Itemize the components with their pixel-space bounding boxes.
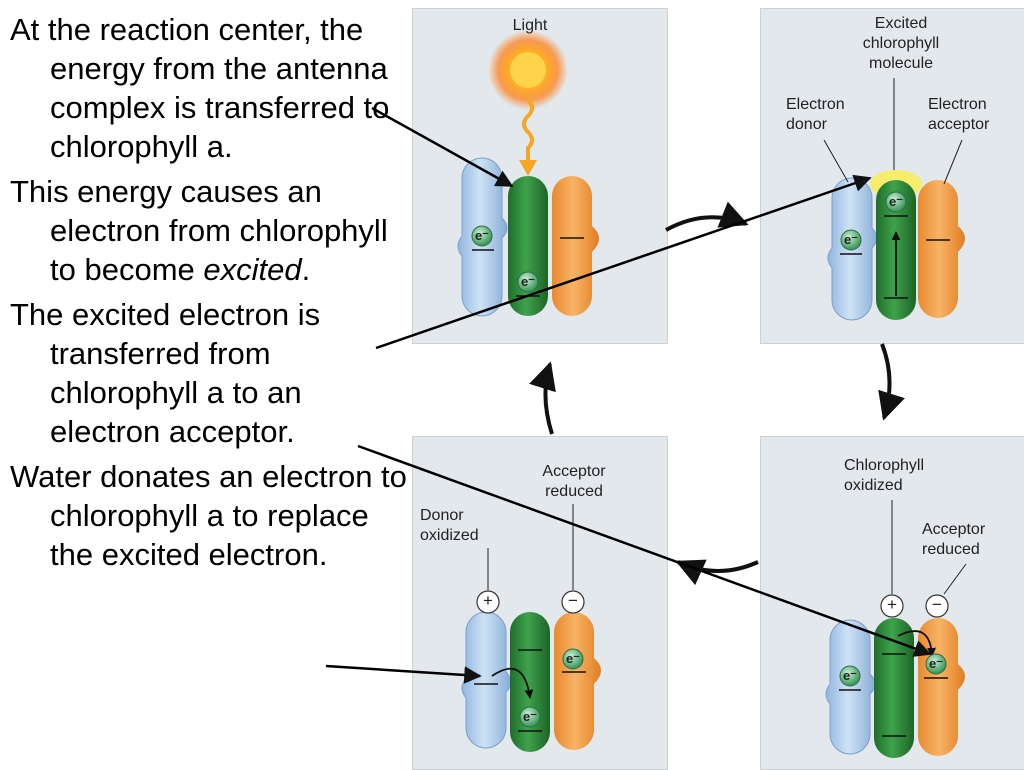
light-arrowhead bbox=[519, 160, 537, 176]
bl-e-label-1: e⁻ bbox=[565, 651, 581, 666]
tr-e-label-2: e⁻ bbox=[843, 232, 859, 247]
chlorophyll-oxidized-label: Chlorophyll oxidized bbox=[844, 457, 925, 494]
tl-e-label-2: e⁻ bbox=[520, 274, 536, 289]
bl-electron-acceptor bbox=[562, 648, 584, 670]
tl-electron-donor bbox=[471, 225, 493, 247]
light-label: Light bbox=[512, 17, 548, 34]
tl-e-label-1: e⁻ bbox=[474, 228, 490, 243]
br-e-label-1: e⁻ bbox=[928, 656, 944, 671]
excited-chlorophyll-label: Excited chlorophyll molecule bbox=[862, 15, 940, 72]
bl-plus-sign: + bbox=[483, 591, 493, 610]
electron-donor-label: Electron donor bbox=[786, 96, 845, 133]
tl-electron-chl bbox=[517, 271, 539, 293]
acceptor-reduced-label-bl: Acceptor reduced bbox=[542, 463, 606, 500]
br-donor bbox=[825, 619, 876, 755]
bl-acceptor bbox=[554, 612, 601, 750]
br-minus-badge bbox=[925, 594, 949, 618]
donor-oxidized-label: Donor oxidized bbox=[420, 507, 479, 544]
br-plus-sign: + bbox=[887, 595, 897, 614]
bullet-1: At the reaction center, the energy from … bbox=[10, 12, 390, 164]
br-chlorophyll bbox=[874, 618, 914, 758]
tr-electron-excited bbox=[885, 191, 907, 213]
pointer-arrow-2 bbox=[375, 174, 872, 350]
br-electron-acceptor bbox=[925, 653, 947, 675]
bl-transfer-arrow bbox=[491, 667, 534, 699]
bl-e-label-2: e⁻ bbox=[522, 709, 538, 724]
bullet-2-end: . bbox=[301, 252, 311, 287]
acceptor-reduced-label-br: Acceptor reduced bbox=[922, 521, 986, 558]
bl-minus-sign: − bbox=[568, 591, 578, 610]
light-wave bbox=[522, 98, 534, 160]
bl-electron-chl bbox=[519, 706, 541, 728]
bl-minus-badge bbox=[561, 590, 585, 614]
br-acceptor bbox=[918, 618, 965, 756]
br-callout-acceptor bbox=[943, 563, 967, 595]
br-electron-donor bbox=[839, 665, 861, 687]
br-e-label-2: e⁻ bbox=[842, 668, 858, 683]
bullet-3: The excited electron is transferred from… bbox=[10, 297, 321, 449]
bl-plus-badge bbox=[476, 590, 500, 614]
tr-callout-acceptor bbox=[943, 139, 963, 185]
br-plus-badge bbox=[880, 594, 904, 618]
pointer-arrow-3 bbox=[357, 444, 932, 657]
pointer-arrow-1 bbox=[371, 106, 514, 188]
bullet-2-italic: excited bbox=[203, 252, 302, 287]
tl-acceptor bbox=[552, 176, 599, 316]
br-minus-sign: − bbox=[932, 595, 942, 614]
cycle-arrow-down bbox=[878, 343, 905, 421]
cycle-arrow-up bbox=[529, 361, 556, 435]
bl-donor bbox=[461, 611, 512, 749]
bullet-2: This energy causes an electron from chlo… bbox=[10, 172, 410, 289]
pointer-arrow-4 bbox=[325, 664, 482, 684]
bullet-2-text: This energy causes an electron from chlo… bbox=[10, 174, 388, 287]
electron-acceptor-label: Electron acceptor bbox=[928, 96, 990, 133]
sun-core bbox=[510, 52, 546, 88]
bullet-list: At the reaction center, the energy from … bbox=[10, 10, 410, 580]
cycle-arrow-right bbox=[665, 201, 749, 232]
tr-electron-donor bbox=[840, 229, 862, 251]
tr-acceptor bbox=[918, 180, 965, 318]
tr-callout-donor bbox=[823, 139, 849, 183]
tr-e-label-1: e⁻ bbox=[888, 194, 904, 209]
bullet-4: Water donates an electron to chlorophyll… bbox=[10, 459, 407, 572]
